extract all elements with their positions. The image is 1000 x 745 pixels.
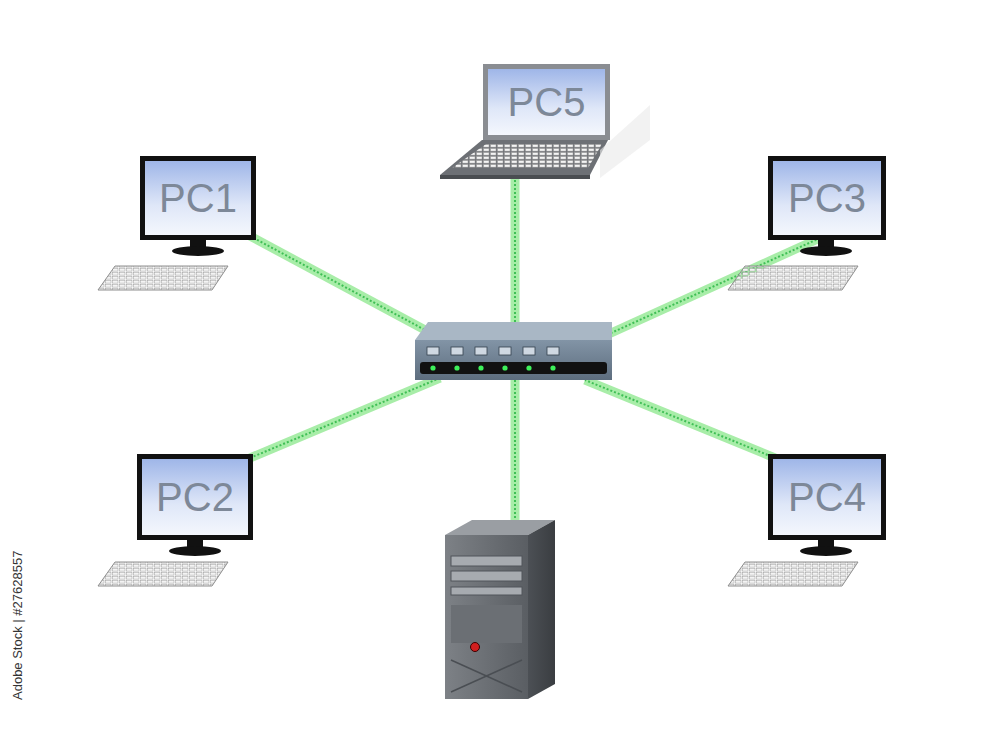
computer-screen: PC1	[140, 156, 256, 240]
server-tower	[445, 520, 555, 699]
computer-label: PC2	[156, 477, 234, 517]
computer-label: PC3	[788, 178, 866, 218]
network-cables	[250, 172, 820, 522]
computer-label: PC4	[788, 477, 866, 517]
computer-screen: PC2	[137, 454, 253, 540]
computer-screen: PC4	[768, 454, 886, 540]
computer-screen: PC5	[483, 64, 610, 140]
computer-label: PC5	[508, 82, 586, 122]
watermark-id: Adobe Stock | #27628557	[10, 551, 25, 700]
computer-screen: PC3	[768, 156, 886, 240]
computer-label: PC1	[159, 178, 237, 218]
network-switch	[415, 322, 612, 380]
